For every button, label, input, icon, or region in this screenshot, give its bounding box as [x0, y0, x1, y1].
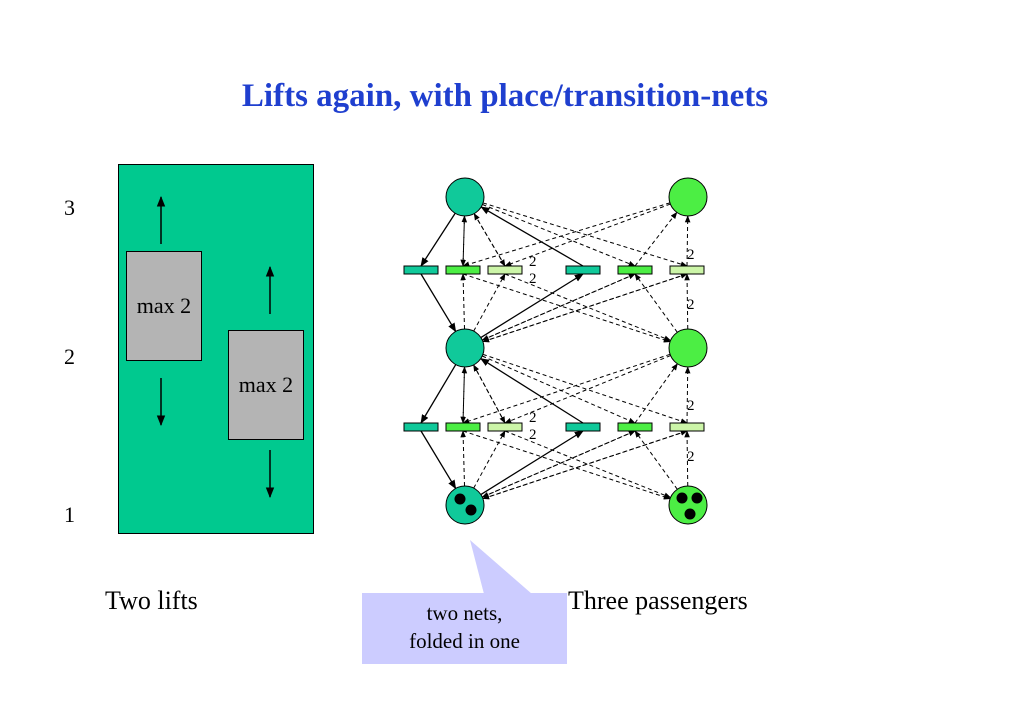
arc: [461, 366, 468, 424]
lift-direction-arrows: [156, 195, 275, 499]
arc: [504, 273, 672, 342]
arc: [460, 430, 466, 487]
token: [465, 504, 477, 516]
arc: [460, 273, 466, 330]
passenger-place-floor-2: [668, 328, 708, 368]
arc: [634, 363, 678, 424]
arc: [480, 430, 584, 496]
arc: [473, 213, 506, 267]
lift-place-floor-3: [445, 177, 485, 217]
arc: [460, 215, 466, 267]
lift-car-right: max 2: [228, 330, 304, 440]
arc: [482, 355, 636, 424]
arc: [473, 430, 506, 489]
arc: [462, 353, 671, 424]
petri-net-transitions: [403, 265, 705, 432]
token: [684, 508, 696, 520]
arc-weight-labels: 2 2 2 2 2 2 2 2: [529, 247, 695, 465]
transition: [403, 422, 439, 432]
transition: [487, 422, 523, 432]
transition: [487, 265, 523, 275]
token: [454, 493, 466, 505]
arc: [462, 430, 671, 500]
arc: [420, 430, 457, 490]
arc-weight-label: 2: [687, 247, 695, 263]
floor-label-2: 2: [64, 344, 75, 369]
arc-weight-label: 2: [687, 398, 695, 414]
lift-car-left: max 2: [126, 251, 202, 361]
arc-weight-label: 2: [529, 427, 537, 443]
arc: [462, 202, 671, 267]
arc: [482, 273, 688, 343]
floor-label-1: 1: [64, 502, 75, 527]
arc: [684, 430, 690, 487]
callout-box: [362, 593, 567, 664]
floor-label-3: 3: [64, 195, 75, 220]
arc: [504, 203, 671, 267]
transition: [669, 422, 705, 432]
arc: [634, 273, 678, 333]
lift-car-left-label: max 2: [136, 293, 192, 318]
arc: [504, 355, 671, 424]
arc: [482, 202, 688, 267]
token: [676, 492, 688, 504]
arc-weight-label: 2: [529, 254, 537, 270]
arc: [684, 215, 691, 267]
transition: [565, 422, 601, 432]
arc: [420, 364, 457, 424]
arc-weight-label: 2: [687, 449, 695, 465]
transition: [617, 422, 653, 432]
arc: [482, 430, 688, 500]
petri-net-arcs: [420, 202, 691, 500]
passenger-place-floor-3: [668, 177, 708, 217]
transition: [617, 265, 653, 275]
slide-title: Lifts again, with place/transition-nets: [241, 78, 769, 114]
lift-car-right-label: max 2: [238, 372, 294, 397]
lifts-caption: Two lifts: [105, 586, 198, 615]
lift-place-floor-1: [445, 485, 485, 525]
arc: [684, 366, 691, 424]
arc: [420, 273, 457, 333]
arc: [461, 215, 468, 267]
arc: [634, 430, 678, 490]
token: [691, 492, 703, 504]
arc: [504, 430, 672, 499]
transition: [669, 265, 705, 275]
passengers-caption: Three passengers: [568, 586, 748, 615]
arc: [482, 204, 636, 267]
arc: [480, 206, 584, 267]
arc: [482, 353, 688, 424]
arc: [684, 273, 690, 330]
arc: [481, 430, 636, 498]
transition: [445, 422, 481, 432]
arc-weight-label: 2: [529, 271, 537, 287]
arc: [462, 273, 671, 343]
arc: [634, 211, 678, 267]
arc: [480, 358, 584, 424]
transition: [403, 265, 439, 275]
arc: [481, 273, 636, 341]
arc-weight-label: 2: [529, 410, 537, 426]
callout-line-2: folded in one: [409, 629, 520, 653]
arc: [480, 273, 584, 339]
callout-line-1: two nets,: [426, 601, 503, 625]
callout-pointer: [470, 540, 532, 594]
arc: [473, 273, 506, 332]
transition: [565, 265, 601, 275]
petri-net-places: [445, 177, 708, 525]
lift-place-floor-2: [445, 328, 485, 368]
arc: [420, 212, 456, 267]
callout-text: two nets, folded in one: [362, 593, 567, 664]
transition: [445, 265, 481, 275]
arc-weight-label: 2: [687, 297, 695, 313]
